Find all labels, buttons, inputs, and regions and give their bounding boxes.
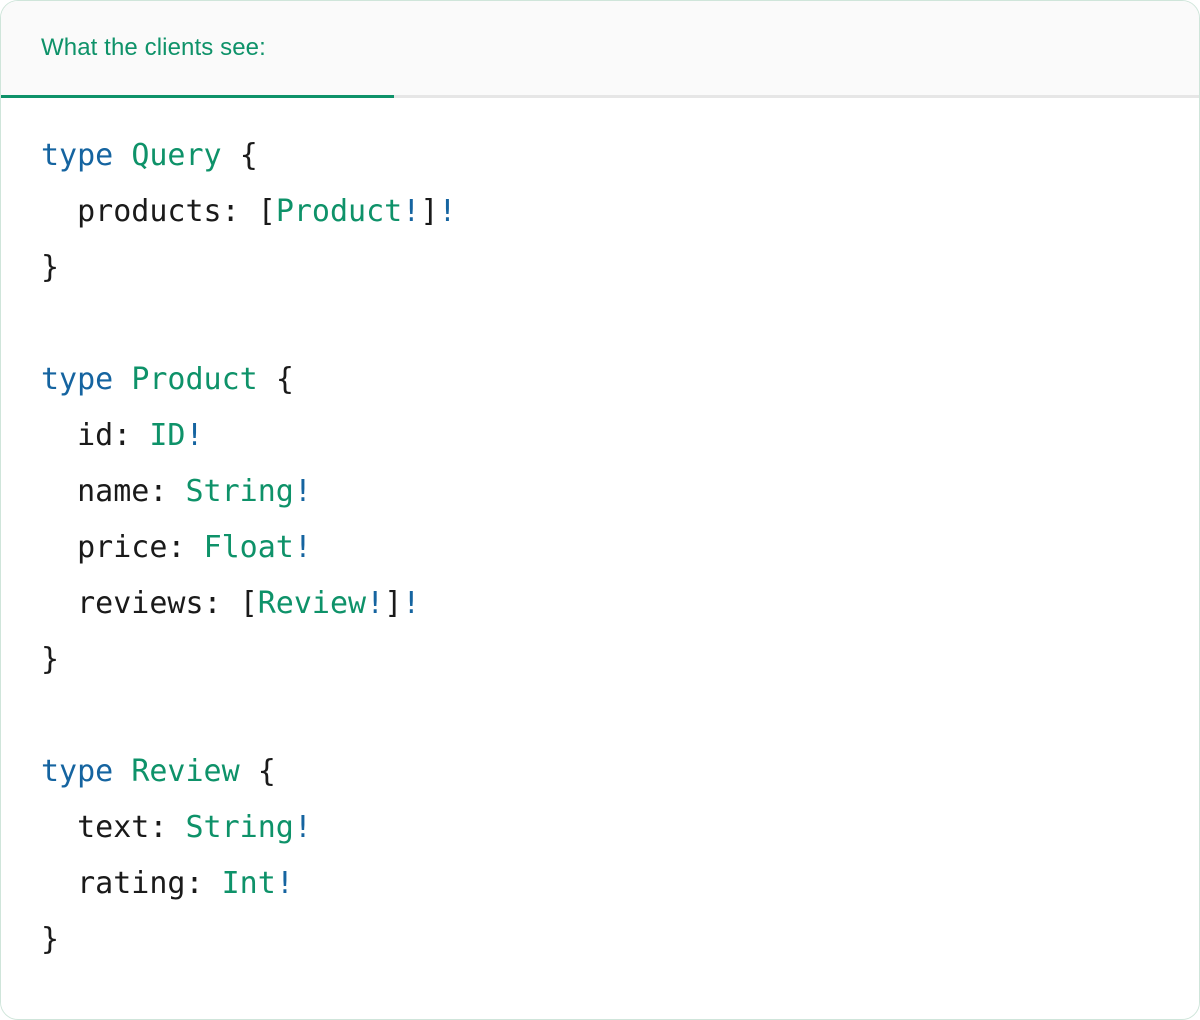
code-token-bang: !	[275, 866, 294, 901]
code-line: }	[41, 912, 1159, 968]
code-token-bang: !	[402, 194, 421, 229]
code-token-name: id:	[41, 418, 150, 453]
code-token-punc: }	[41, 642, 60, 677]
code-token-type: String	[185, 810, 294, 845]
code-token-name: name:	[41, 474, 186, 509]
code-token-type: Product	[275, 194, 403, 229]
tab-what-the-clients-see[interactable]: What the clients see:	[1, 1, 394, 98]
code-token-name: text:	[41, 810, 186, 845]
code-token-bang: !	[366, 586, 385, 621]
code-token-type: Review	[257, 586, 367, 621]
code-token-punc: [	[239, 586, 258, 621]
code-token-type: Int	[221, 866, 276, 901]
code-token-kw: type	[41, 138, 114, 173]
code-token-bang: !	[402, 586, 421, 621]
code-token-punc	[222, 138, 240, 173]
code-token-name: reviews:	[41, 586, 240, 621]
code-token-bang: !	[293, 810, 312, 845]
code-token-type: ID	[149, 418, 186, 453]
code-token-bang: !	[185, 418, 204, 453]
code-line: name: String!	[41, 464, 1159, 520]
code-token-punc: }	[41, 250, 60, 285]
code-token-name: products:	[41, 194, 258, 229]
code-line: reviews: [Review!]!	[41, 576, 1159, 632]
code-line: type Query {	[41, 128, 1159, 184]
code-token-type: Review	[131, 754, 240, 789]
code-token-bang: !	[293, 474, 312, 509]
code-line: type Review {	[41, 744, 1159, 800]
code-token-punc: [	[257, 194, 276, 229]
code-token-punc	[113, 754, 131, 789]
code-line: }	[41, 240, 1159, 296]
code-token-punc: {	[257, 754, 276, 789]
code-token-punc: {	[275, 362, 294, 397]
code-token-punc: ]	[384, 586, 403, 621]
code-token-type: Float	[203, 530, 294, 565]
code-line	[41, 688, 1159, 744]
code-token-kw: type	[41, 754, 114, 789]
code-token-type: Product	[131, 362, 258, 397]
code-token-type: Query	[131, 138, 222, 173]
code-token-punc: }	[41, 922, 60, 957]
code-token-punc: {	[239, 138, 258, 173]
tab-label: What the clients see:	[41, 34, 266, 61]
code-area: type Query { products: [Product!]!} type…	[1, 98, 1199, 1018]
code-token-punc	[258, 362, 276, 397]
code-token-kw: type	[41, 362, 114, 397]
code-token-punc	[113, 362, 131, 397]
code-line: products: [Product!]!	[41, 184, 1159, 240]
tab-bar: What the clients see:	[1, 1, 1199, 98]
code-line: }	[41, 632, 1159, 688]
code-line: price: Float!	[41, 520, 1159, 576]
code-token-punc: ]	[420, 194, 439, 229]
code-token-name: rating:	[41, 866, 222, 901]
code-line: id: ID!	[41, 408, 1159, 464]
code-token-name: price:	[41, 530, 204, 565]
code-token-bang: !	[293, 530, 312, 565]
code-token-punc	[113, 138, 131, 173]
code-line: rating: Int!	[41, 856, 1159, 912]
code-line: text: String!	[41, 800, 1159, 856]
code-line: type Product {	[41, 352, 1159, 408]
graphql-schema-code: type Query { products: [Product!]!} type…	[41, 128, 1159, 968]
code-token-type: String	[185, 474, 294, 509]
code-token-bang: !	[438, 194, 457, 229]
code-token-punc	[240, 754, 258, 789]
code-line	[41, 296, 1159, 352]
